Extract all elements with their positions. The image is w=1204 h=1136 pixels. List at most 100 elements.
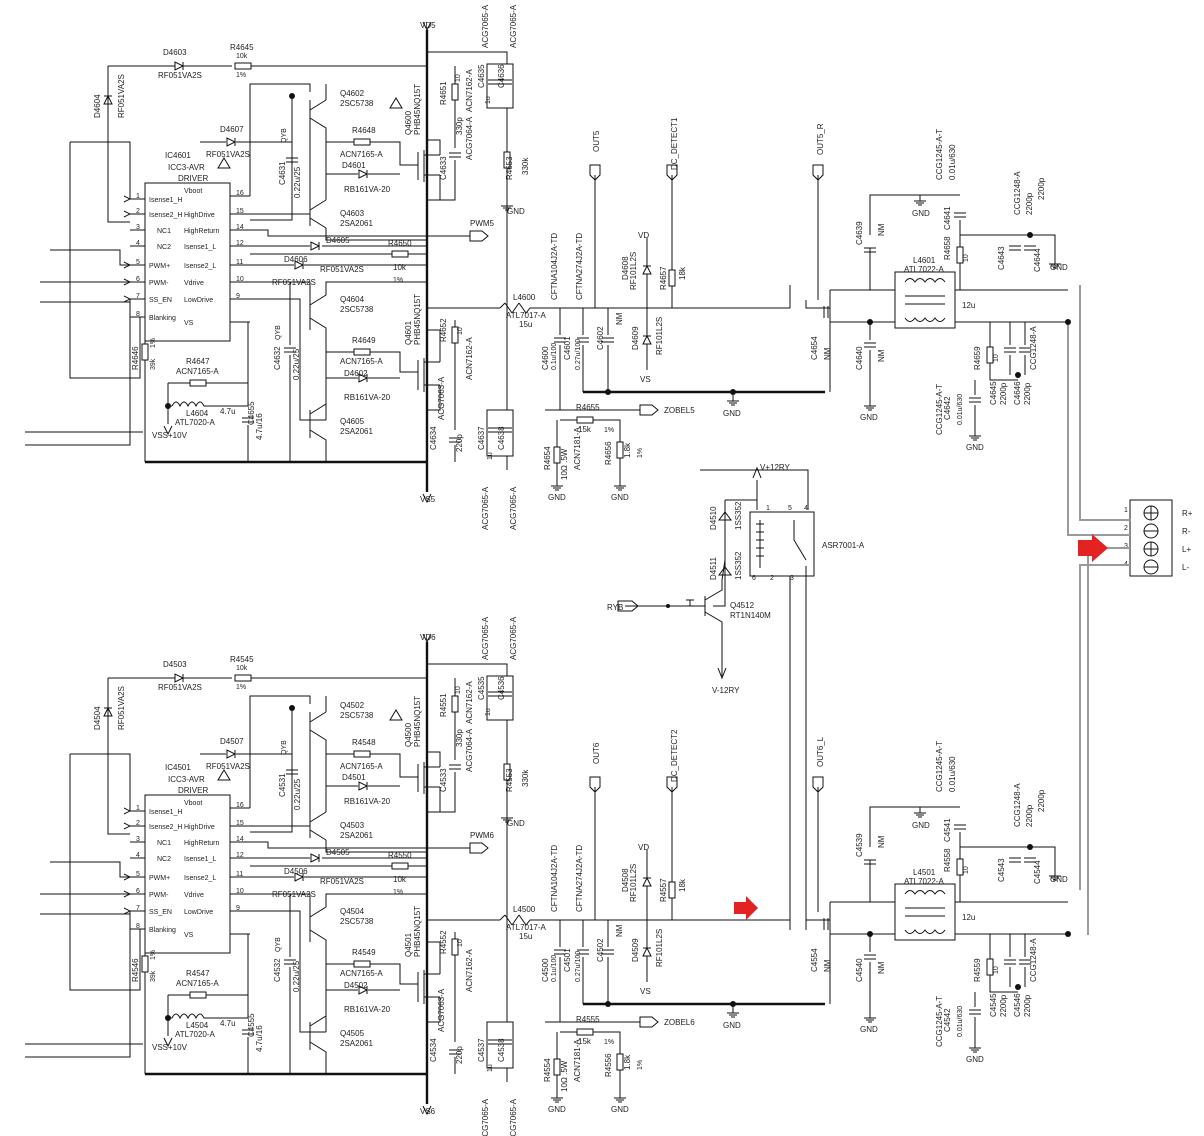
vd-small-label: VD — [638, 843, 649, 852]
terminal-pin-3: 3 — [1124, 543, 1128, 550]
r-blank-value: 39k — [150, 970, 157, 982]
d-pwm-part: RF051VA2S — [320, 877, 364, 886]
c-boot-label: C4631 — [278, 161, 287, 185]
output-arrow-icon — [1078, 534, 1108, 562]
gnd-label-5: GND — [860, 413, 878, 422]
d-boot-part: RF051VA2S — [206, 150, 250, 159]
channel-l: VD6VS6IC4501ICC3-AVRDRIVER1Isense1_H16Vb… — [25, 616, 1071, 1136]
terminal-label-r-minus: R- — [1182, 527, 1191, 536]
c-snub-label: C4633 — [439, 156, 448, 180]
c-boot-part: 0.22u/25 — [293, 166, 302, 198]
r-z2-value: 10Ω .5W — [560, 448, 569, 480]
driver-ic — [144, 182, 231, 342]
r-gate-part: ACN7165-A — [340, 150, 383, 159]
c-vdrv-value: 0.22u/25 — [292, 960, 301, 992]
d-det2-label: D4609 — [631, 326, 640, 350]
zobel-label: ZOBEL5 — [664, 406, 695, 415]
d-pwm-label: D4505 — [326, 848, 350, 857]
ic-right-pin-name: Vboot — [184, 188, 202, 195]
r-z-value: 15k — [578, 425, 592, 434]
r-gate-part: ACN7165-A — [340, 762, 383, 771]
c-vs-part-2: ACG7065-A — [509, 486, 518, 530]
c-side2-label: C4544 — [1033, 860, 1042, 884]
gnd-label: GND — [507, 819, 525, 828]
ic-left-pin-num: 1 — [136, 805, 140, 812]
relay-pin-5: 5 — [788, 505, 792, 512]
terminal-pin-2: 2 — [1124, 525, 1128, 532]
r-side2-value: 10 — [993, 354, 1000, 362]
gnd-label-5: GND — [860, 1025, 878, 1034]
ic-left-pin-name: Blanking — [149, 315, 176, 322]
ic-left-pin-num: 2 — [136, 820, 140, 827]
c-nm2-value: NM — [877, 349, 886, 362]
ic-right-pin-name: Isense1_L — [184, 856, 216, 863]
c-out1-value: 0.1u/100 — [551, 955, 558, 982]
r-blank-tol: 1% — [150, 338, 157, 348]
c-side-label: C4543 — [997, 858, 1006, 882]
r-bias-label: R4553 — [505, 768, 514, 792]
driver-ic — [144, 794, 231, 954]
c-g1-value: 0.01u/630 — [948, 144, 957, 180]
r-snub2-part: ACN7162-A — [465, 949, 474, 992]
r-bias-label: R4653 — [505, 156, 514, 180]
ic-left-pin-name: PWM- — [149, 892, 169, 899]
gnd-label-4: GND — [611, 1105, 629, 1114]
ic-right-pin-num: 12 — [236, 240, 244, 247]
r-snub-label: R4551 — [439, 693, 448, 717]
ic-right-pin-num: 14 — [236, 224, 244, 231]
terminal-label-l-minus: L- — [1182, 563, 1189, 572]
gnd-label-8: GND — [966, 1055, 984, 1064]
c-vs-part: ACG7065-A — [481, 1098, 490, 1136]
c-vd2-label: C4536 — [497, 676, 506, 700]
relay-pin-3: 3 — [790, 575, 794, 582]
l-main-label: L4601 — [913, 256, 936, 265]
r-side2-value: 10 — [993, 966, 1000, 974]
c-ss-label: C4555 — [247, 1013, 256, 1037]
d-left-label: D4504 — [93, 706, 102, 730]
r-snub2-label: R4652 — [439, 318, 448, 342]
d-det2-label: D4509 — [631, 938, 640, 962]
c-side-label: C4643 — [997, 246, 1006, 270]
c-nm2-value: NM — [877, 961, 886, 974]
ic-ref: IC4601 — [165, 151, 191, 160]
r-blank-value: 39k — [150, 358, 157, 370]
c-snub-value: 330p — [455, 729, 464, 747]
r-pwm-label: R4550 — [388, 851, 412, 860]
r-gate-label: R4648 — [352, 126, 376, 135]
terminal-label-r-plus: R+ — [1182, 509, 1193, 518]
choke-box — [894, 883, 956, 941]
c-side5-value: 0.01u/630 — [957, 1006, 964, 1037]
c-out3-label: C4502 — [596, 938, 605, 962]
ic-left-pin-num: 1 — [136, 193, 140, 200]
d-det2-part: RF101L2S — [655, 317, 664, 355]
relay-d2: D4511 — [709, 556, 718, 580]
d-det1-label: D4508 — [621, 868, 630, 892]
r-z2-value: 10Ω .5W — [560, 1060, 569, 1092]
c-snub2-label: C4634 — [429, 426, 438, 450]
relay-pin-4: 4 — [804, 505, 808, 512]
ic-left-pin-num: 3 — [136, 836, 140, 843]
r-side-label: R4558 — [943, 848, 952, 872]
r-ss-label: R4647 — [186, 357, 210, 366]
r-ss-part: ACN7165-A — [176, 979, 219, 988]
d-boot-label: D4607 — [220, 125, 244, 134]
c-out-part1: CFTNA104J2A-TD — [550, 845, 559, 912]
r-gate2-label: R4649 — [352, 336, 376, 345]
ic-right-pin-num: 11 — [236, 871, 243, 878]
c-snub-label: C4533 — [439, 768, 448, 792]
r-z-value: 15k — [578, 1037, 592, 1046]
gnd-label-2: GND — [723, 1021, 741, 1030]
out-side-label: OUT5_R — [816, 123, 825, 155]
ic-right-pin-num: 9 — [236, 905, 240, 912]
q-fet2-part: PHB45NQ15T — [413, 294, 422, 345]
r-z-tol: 1% — [604, 427, 614, 434]
d-det1-part: RF101L2S — [629, 252, 638, 290]
l-ss-label: L4504 — [186, 1021, 209, 1030]
ic-right-pin-name: Vboot — [184, 800, 202, 807]
q-lo2-part: 2SA2061 — [340, 427, 373, 436]
speaker-terminal: 1 2 3 4 R+ R- L+ L- — [734, 285, 1193, 935]
q-fet-part: PHB45NQ15T — [413, 84, 422, 135]
c-g1-part: CCG1245-A-T — [935, 741, 944, 792]
c-vs2-label: C4638 — [497, 426, 506, 450]
r-z3-label: R4656 — [604, 441, 613, 465]
